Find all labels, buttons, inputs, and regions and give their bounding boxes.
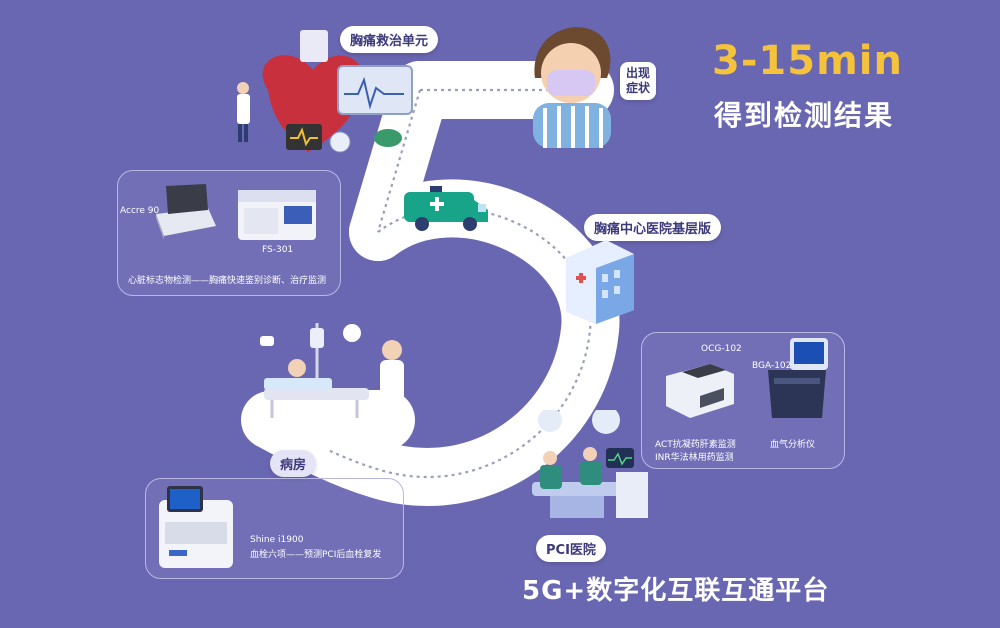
label-fs301: FS-301 (262, 245, 294, 255)
result-time: 3-15min (712, 38, 903, 84)
clipboard-icon (300, 30, 328, 62)
caption-cardiac-markers: 心脏标志物检测——胸痛快速鉴别诊断、治疗监测 (128, 276, 327, 286)
station-pci-hospital: PCI医院 (536, 535, 606, 562)
analyzer-icon-5 (159, 486, 233, 568)
station-symptoms: 出现 症状 (620, 62, 657, 100)
analyzer-icon-2 (238, 190, 316, 240)
surgery-icon (532, 410, 648, 518)
leaf-icon (374, 129, 402, 147)
station-ward: 病房 (270, 450, 317, 477)
station-chest-pain-unit: 胸痛救治单元 (340, 26, 439, 53)
chat-bubble-icon-2 (343, 324, 361, 342)
doctor-icon (237, 82, 249, 94)
ambulance-icon (404, 186, 488, 231)
hospital-bed-icon (260, 323, 404, 424)
label-accre90: Accre 90 (120, 206, 160, 216)
caption-act: ACT抗凝药肝素监测 (655, 440, 736, 450)
chat-bubble-icon (260, 336, 274, 346)
hospital-building-icon (566, 240, 634, 324)
nurse-icon (382, 340, 402, 360)
caption-blood-gas: 血气分析仪 (770, 440, 816, 450)
caption-thrombosis: 血栓六项——预测PCI后血栓复发 (250, 550, 382, 560)
caption-inr: INR华法林用药监测 (655, 453, 734, 463)
label-bga102: BGA-102 (752, 361, 792, 371)
analyzer-icon-4 (768, 338, 828, 418)
analyzer-icon (156, 184, 216, 240)
patient-icon (533, 27, 611, 148)
platform-title: 5G+数字化互联互通平台 (522, 576, 830, 606)
label-shine: Shine i1900 (250, 535, 304, 545)
analyzer-icon-3 (666, 364, 734, 418)
result-subtitle: 得到检测结果 (714, 99, 895, 132)
chest-pain-unit-illustration (237, 30, 413, 153)
station-primary-hospital: 胸痛中心医院基层版 (584, 214, 722, 241)
label-ocg102: OCG-102 (701, 344, 742, 354)
